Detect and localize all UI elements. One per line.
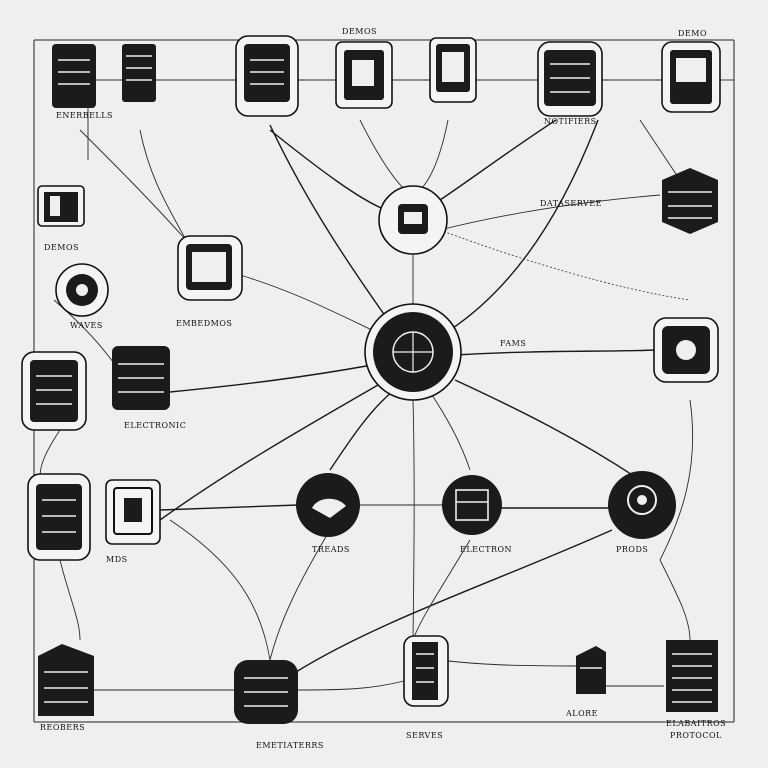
server-node-4 [335, 41, 393, 109]
diagram-frame [33, 39, 735, 723]
label-node-k: EMETIATERRS [256, 741, 324, 750]
label-top-right: DEMO [678, 29, 707, 38]
label-node-l: SERVES [406, 731, 443, 740]
server-node-left-a [21, 351, 87, 431]
label-node-n: ELABAITROS [666, 719, 726, 728]
server-node-left-b [112, 346, 170, 410]
connections [39, 79, 734, 691]
tower-node-bottom-center [403, 635, 449, 707]
label-node-p: ENERBELLS [56, 111, 113, 120]
label-node-e: ELECTRONIC [124, 421, 186, 430]
server-node-1 [52, 44, 96, 108]
label-node-d: EMBEDMOS [176, 319, 232, 328]
server-node-2 [122, 44, 156, 102]
server-node-bottom-right-a [576, 646, 606, 694]
label-node-i: PRODS [616, 545, 648, 554]
server-node-bottom-center-left [234, 660, 298, 724]
storage-node-right-upper [662, 168, 718, 234]
server-node-6 [537, 41, 603, 117]
label-node-r: DATASERVEE [540, 199, 602, 208]
server-node-lower-left-a [27, 473, 91, 561]
tower-node-left [37, 185, 85, 227]
label-node-f: MDS [106, 555, 128, 564]
label-top-center: DEMOS [342, 27, 377, 36]
router-node-right [653, 317, 719, 383]
server-node-5 [429, 37, 477, 103]
circular-node-left [55, 263, 109, 317]
label-node-o: PROTOCOL [670, 731, 722, 740]
server-node-3 [235, 35, 299, 117]
label-node-h: ELECTRON [460, 545, 512, 554]
server-node-lower-left-b [105, 479, 161, 545]
storage-node-center [442, 475, 502, 535]
label-hub-side: FAMS [500, 339, 526, 348]
label-node-g: TREADS [312, 545, 350, 554]
server-node-7 [661, 41, 721, 113]
label-node-m: ALORE [565, 709, 598, 718]
server-node-bottom-left [38, 644, 94, 716]
cloud-node [296, 473, 360, 537]
server-node-mid-left [177, 235, 243, 301]
main-hub [364, 303, 462, 401]
label-node-q: NOTIFIERS [544, 117, 597, 126]
server-node-bottom-right-b [666, 640, 718, 712]
label-node-b: DEMOS [44, 243, 79, 252]
gear-node-right [608, 471, 676, 539]
label-node-c: WAVES [70, 321, 103, 330]
label-node-j: REOBERS [40, 723, 85, 732]
upper-hub [378, 185, 448, 255]
